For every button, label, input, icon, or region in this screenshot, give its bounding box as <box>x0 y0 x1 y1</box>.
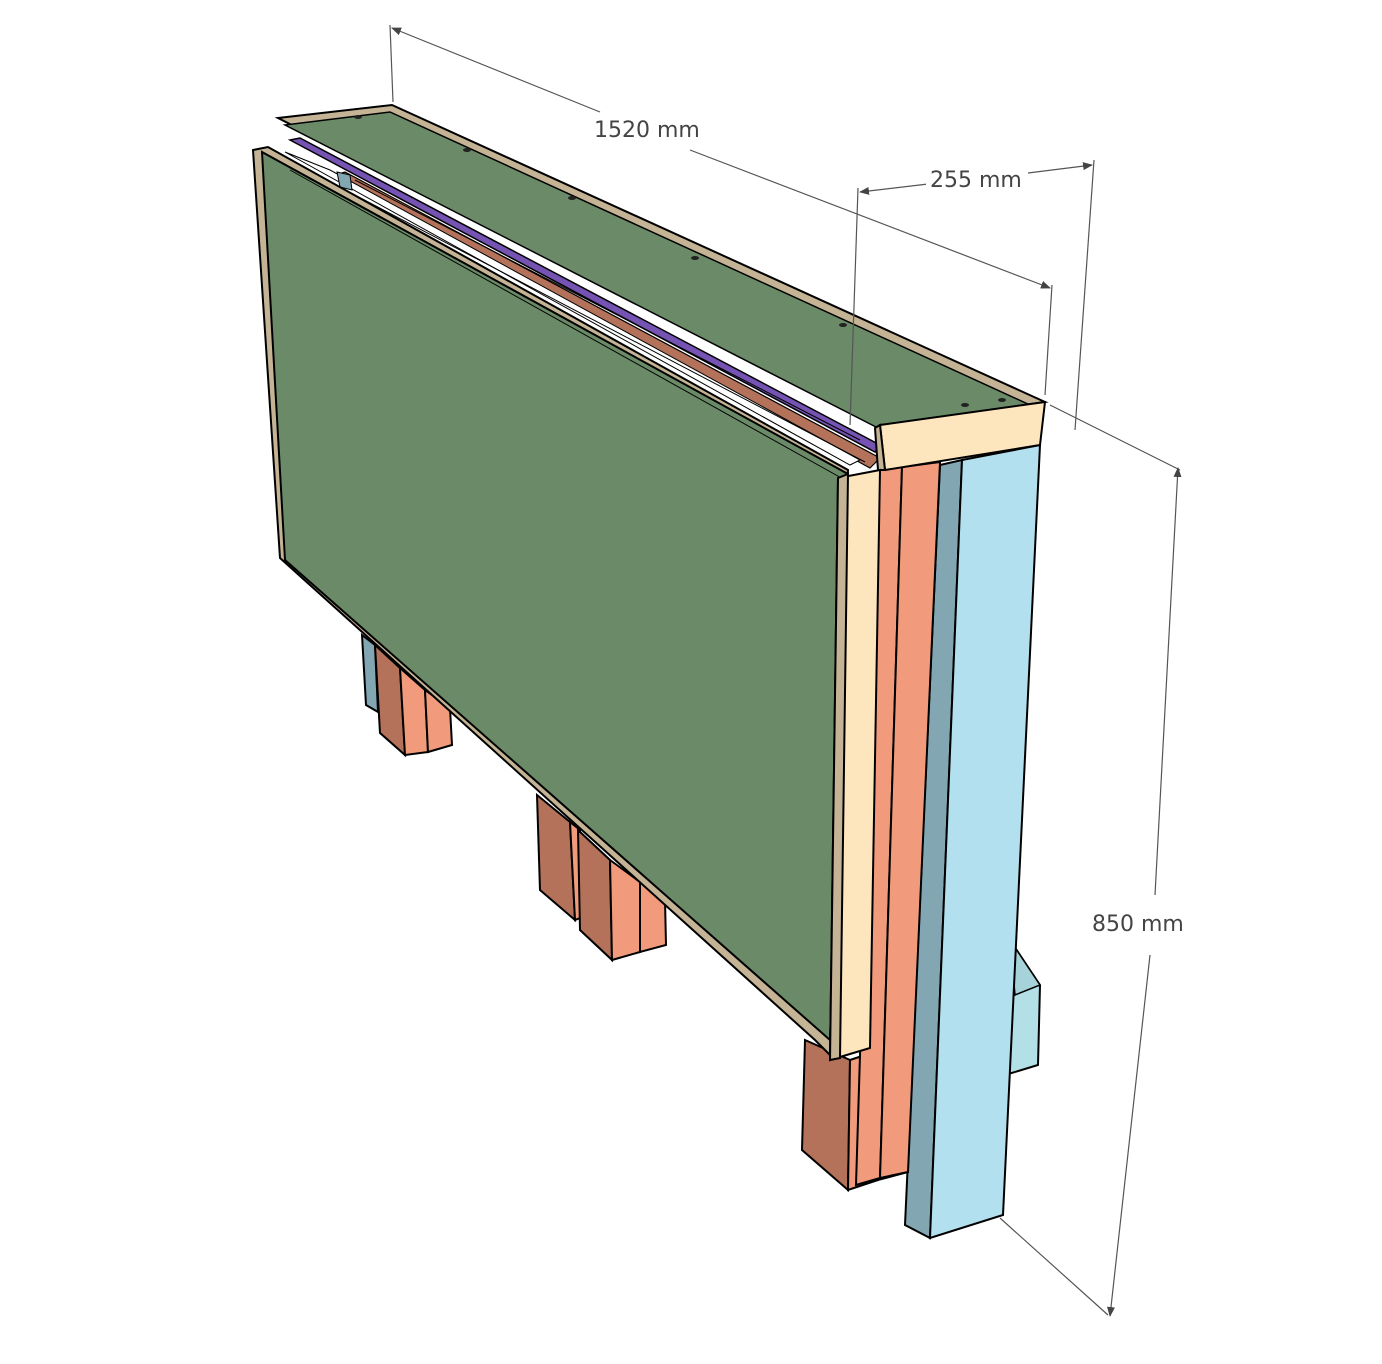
support-leg-middle <box>535 792 668 963</box>
dimension-length <box>389 24 1053 396</box>
dimension-height-label: 850 mm <box>1088 912 1188 938</box>
dimension-length-label: 1520 mm <box>590 118 704 144</box>
screw-heads <box>354 115 1006 407</box>
dimension-depth <box>849 159 1095 431</box>
dimension-depth-label: 255 mm <box>926 168 1026 194</box>
front-end-cap <box>828 468 882 1062</box>
dimension-height <box>999 404 1182 1317</box>
top-end-cap <box>873 400 1047 472</box>
